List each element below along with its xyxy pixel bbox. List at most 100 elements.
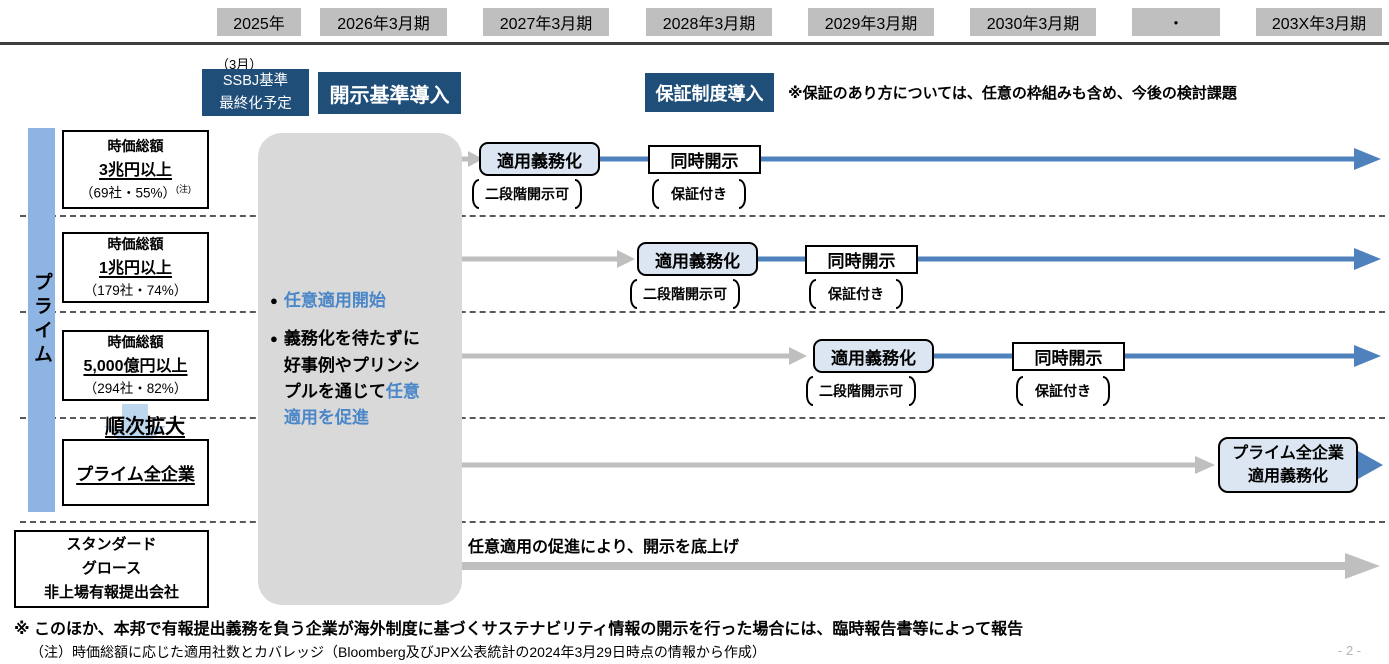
all-prime-mandatory-line1: プライム全企業 [1232,444,1344,462]
row1-staged-note-text: 二段階開示可 [485,186,569,202]
standard-growth-box: スタンダード グロース 非上場有報提出会社 [14,530,209,608]
footnote-coverage-source: （注）時価総額に応じた適用社数とカバレッジ（Bloomberg及びJPX公表統計… [30,644,766,660]
year-chip-2029: 2029年3月期 [808,8,934,36]
year-chip-203x: 203X年3月期 [1256,8,1382,36]
assurance-system-intro-box: 保証制度導入 [645,73,774,112]
disclosure-standard-intro-box: 開示基準導入 [318,72,461,114]
prime-market-label: プライム [31,272,52,368]
standard-market-label: スタンダード [66,536,157,553]
right-bracket-icon [575,179,582,209]
row3-staged-note: 二段階開示可 [806,376,916,406]
sequential-expansion-label: 順次拡大 [105,416,185,438]
row4-gray-arrowhead-icon [1195,456,1215,474]
right-bracket-icon [896,279,903,309]
right-bracket-icon [733,279,740,309]
tier2-threshold: 1兆円以上 [99,259,172,277]
left-bracket-icon [809,279,816,309]
right-bracket-icon [909,376,916,406]
tier-box-1trillion: 時価総額 1兆円以上 （179社・74%） [62,232,209,303]
left-bracket-icon [652,179,659,209]
tier2-coverage: （179社・74%） [83,283,188,299]
assurance-system-intro-label: 保証制度導入 [655,83,764,104]
row3-assured-note-text: 保証付き [1035,383,1091,399]
year-chip-dot: ・ [1132,8,1220,36]
disclosure-standard-intro-label: 開示基準導入 [329,84,450,107]
row3-simultaneous-box: 同時開示 [1012,342,1125,371]
footnote-overseas-disclosure: ※ このほか、本邦で有報提出義務を負う企業が海外制度に基づくサステナビリティ情報… [14,621,1024,638]
voluntary-adoption-bullets: ● 任意適用開始 ● 義務化を待たずに好事例やプリンシプルを通じて任意適用を促進 [270,288,456,432]
bullet-dot-icon: ● [270,331,278,347]
growth-market-label: グロース [81,560,142,577]
left-bracket-icon [630,279,637,309]
right-bracket-icon [739,179,746,209]
all-prime-companies-box: プライム全企業 [62,439,209,506]
ssbj-finalization-line1: SSBJ基準 [222,73,289,90]
year-chip-2027: 2027年3月期 [483,8,609,36]
header-divider [0,42,1389,45]
row-separator-4 [20,521,1385,523]
right-bracket-icon [1103,376,1110,406]
row2-mandatory-box: 適用義務化 [637,242,758,276]
tier1-note-marker: (注) [176,184,192,195]
row1-assured-note-text: 保証付き [671,186,727,202]
bullet-voluntary-start-text: 任意適用開始 [283,291,386,310]
tier1-coverage-text: （69社・55%） [79,185,177,201]
unlisted-filers-label: 非上場有報提出会社 [43,584,179,601]
year-chip-2026: 2026年3月期 [320,8,447,36]
row1-simultaneous-box: 同時開示 [648,145,761,174]
row3-assured-note: 保証付き [1016,376,1110,406]
year-chip-2030: 2030年3月期 [970,8,1096,36]
ssbj-finalization-box: SSBJ基準 最終化予定 [202,69,309,116]
voluntary-promotion-arrow-label: 任意適用の促進により、開示を底上げ [468,539,740,556]
tier2-title: 時価総額 [107,236,164,253]
row2-staged-note-text: 二段階開示可 [643,286,727,302]
year-chip-2028: 2028年3月期 [646,8,772,36]
row3-blue-arrowhead-icon [1354,345,1381,367]
tier-box-3trillion: 時価総額 3兆円以上 （69社・55%）(注) [62,130,209,209]
row3-gray-arrowhead-icon [789,347,807,365]
assurance-consideration-note: ※保証のあり方については、任意の枠組みも含め、今後の検討課題 [788,85,1237,102]
tier3-threshold: 5,000億円以上 [83,357,188,375]
bullet-dot-icon: ● [270,293,278,308]
row-separator-3 [20,417,1385,419]
march-timing-note: （3月） [216,57,263,72]
row-separator-2 [20,311,1385,313]
tier1-title: 時価総額 [107,138,164,155]
bullet-promote-blue-part: 任意適用を促進 [283,382,420,428]
bullet-promote-adoption-text: 義務化を待たずに好事例やプリンシプルを通じて任意適用を促進 [284,326,430,431]
page-number: - 2 - [1338,643,1362,658]
all-prime-mandatory-line2: 適用義務化 [1247,468,1328,485]
bullet-voluntary-start: ● 任意適用開始 [270,288,456,314]
all-prime-mandatory-box: プライム全企業 適用義務化 [1218,437,1358,493]
tier1-coverage: （69社・55%）(注) [80,183,191,204]
row2-blue-arrowhead-icon [1354,248,1381,270]
tier-box-500billion: 時価総額 5,000億円以上 （294社・82%） [62,330,209,401]
bullet-promote-black-part: 義務化を待たずに好事例やプリンシプルを通じて [283,329,420,402]
all-prime-companies-label: プライム全企業 [76,465,195,484]
row1-blue-arrowhead-icon [1354,148,1381,170]
row1-mandatory-box: 適用義務化 [479,142,600,176]
row2-assured-note-text: 保証付き [828,286,884,302]
voluntary-adoption-box: ● 任意適用開始 ● 義務化を待たずに好事例やプリンシプルを通じて任意適用を促進 [258,133,462,605]
year-chip-2025: 2025年 [217,8,301,36]
prime-market-sidebar: プライム [28,128,55,512]
tier3-coverage: （294社・82%） [83,381,188,397]
left-bracket-icon [806,376,813,406]
row-separator-1 [20,215,1385,217]
row1-assured-note: 保証付き [652,179,746,209]
tier3-title: 時価総額 [107,334,164,351]
row2-simultaneous-box: 同時開示 [805,245,918,274]
tier1-threshold: 3兆円以上 [99,161,172,179]
ssbj-finalization-line2: 最終化予定 [219,95,292,112]
left-bracket-icon [472,179,479,209]
row3-mandatory-box: 適用義務化 [813,339,934,373]
bullet-promote-adoption: ● 義務化を待たずに好事例やプリンシプルを通じて任意適用を促進 [270,326,456,431]
row2-staged-note: 二段階開示可 [630,279,740,309]
bottom-gray-arrowhead-icon [1345,553,1380,579]
left-bracket-icon [1016,376,1023,406]
row2-assured-note: 保証付き [809,279,903,309]
row4-blue-arrowhead-icon [1358,451,1383,479]
row1-staged-note: 二段階開示可 [472,179,582,209]
row3-staged-note-text: 二段階開示可 [819,383,903,399]
